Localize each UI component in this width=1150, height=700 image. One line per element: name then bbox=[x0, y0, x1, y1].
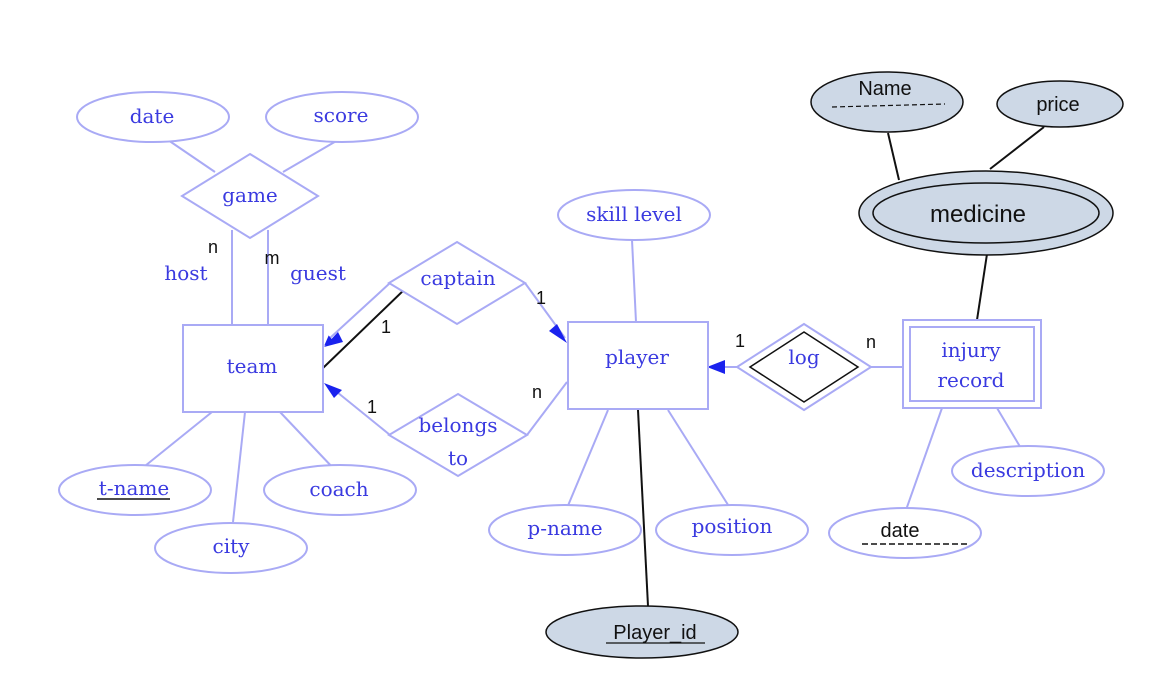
rel-log-outer bbox=[735, 322, 873, 412]
card-captain-team: 1 bbox=[381, 317, 391, 337]
entity-medicine-shape bbox=[858, 170, 1114, 256]
role-guest-label: guest bbox=[290, 261, 346, 285]
entity-team bbox=[182, 324, 324, 413]
belongs-team-arrow bbox=[324, 383, 342, 398]
log-player-arrow bbox=[707, 360, 725, 374]
rel-belongs-label-2: to bbox=[448, 446, 468, 470]
attr-price bbox=[996, 80, 1124, 128]
attr-city-label: city bbox=[213, 534, 251, 558]
attr-p-name bbox=[488, 504, 642, 556]
attr-skill-level bbox=[557, 189, 711, 241]
relationship-shapes bbox=[180, 152, 873, 478]
rel-captain-label: captain bbox=[420, 266, 495, 290]
attr-skill-level-label: skill level bbox=[586, 202, 682, 226]
attr-city bbox=[154, 522, 308, 574]
captain-player-arrow bbox=[549, 324, 567, 343]
attr-coach-label: coach bbox=[309, 477, 368, 501]
role-host-label: host bbox=[164, 261, 207, 285]
entity-team-label: team bbox=[227, 354, 278, 378]
entity-shapes bbox=[182, 319, 1042, 413]
entity-injury-label-2: record bbox=[937, 368, 1004, 392]
rel-game bbox=[180, 152, 320, 240]
arrowheads bbox=[324, 324, 725, 398]
med-name-partial-key-dashes bbox=[831, 103, 946, 108]
card-captain-player: 1 bbox=[536, 288, 546, 308]
rel-belongs-to bbox=[387, 392, 529, 478]
card-game-host: n bbox=[208, 237, 218, 257]
attr-player-id bbox=[545, 605, 739, 659]
entity-medicine-label: medicine bbox=[930, 201, 1026, 228]
attr-description-label: description bbox=[971, 458, 1085, 482]
attr-injury-date-label: date bbox=[881, 520, 920, 542]
rel-belongs-label-1: belongs bbox=[418, 413, 497, 437]
attribute-shapes bbox=[58, 91, 1105, 574]
attr-med-name bbox=[810, 71, 964, 133]
attr-p-name-label: p-name bbox=[527, 516, 602, 540]
attr-t-name bbox=[58, 464, 212, 516]
card-log-player: 1 bbox=[735, 331, 745, 351]
card-log-injury: n bbox=[866, 332, 876, 352]
rel-captain bbox=[387, 240, 527, 326]
attr-coach bbox=[263, 464, 417, 516]
attr-t-name-label: t-name bbox=[99, 476, 169, 500]
card-belongs-team: 1 bbox=[367, 397, 377, 417]
attr-score-label: score bbox=[314, 103, 369, 127]
attr-injury-date bbox=[828, 507, 982, 559]
connector-lines bbox=[139, 139, 1023, 523]
attr-price-label: price bbox=[1036, 94, 1079, 116]
entity-player-label: player bbox=[605, 345, 669, 369]
attr-player-id-label: Player_id bbox=[613, 622, 696, 644]
rel-log-label: log bbox=[788, 345, 819, 369]
captain-team-arrow bbox=[324, 332, 343, 347]
attr-position-label: position bbox=[692, 514, 773, 538]
card-game-guest: m bbox=[265, 248, 280, 268]
card-belongs-player: n bbox=[532, 382, 542, 402]
attr-score bbox=[265, 91, 419, 143]
attr-med-name-label: Name bbox=[858, 78, 911, 100]
entity-player bbox=[567, 321, 709, 410]
entity-injury-record-inner bbox=[909, 326, 1035, 402]
attr-date-label: date bbox=[130, 104, 175, 128]
rel-game-label: game bbox=[222, 183, 278, 207]
gray-attribute-shapes bbox=[545, 71, 1124, 659]
black-lines bbox=[322, 126, 1045, 607]
attr-position bbox=[655, 504, 809, 556]
attr-date bbox=[76, 91, 230, 143]
attr-description bbox=[951, 445, 1105, 497]
entity-injury-label-1: injury bbox=[941, 338, 1001, 362]
rel-log-inner bbox=[748, 331, 860, 403]
